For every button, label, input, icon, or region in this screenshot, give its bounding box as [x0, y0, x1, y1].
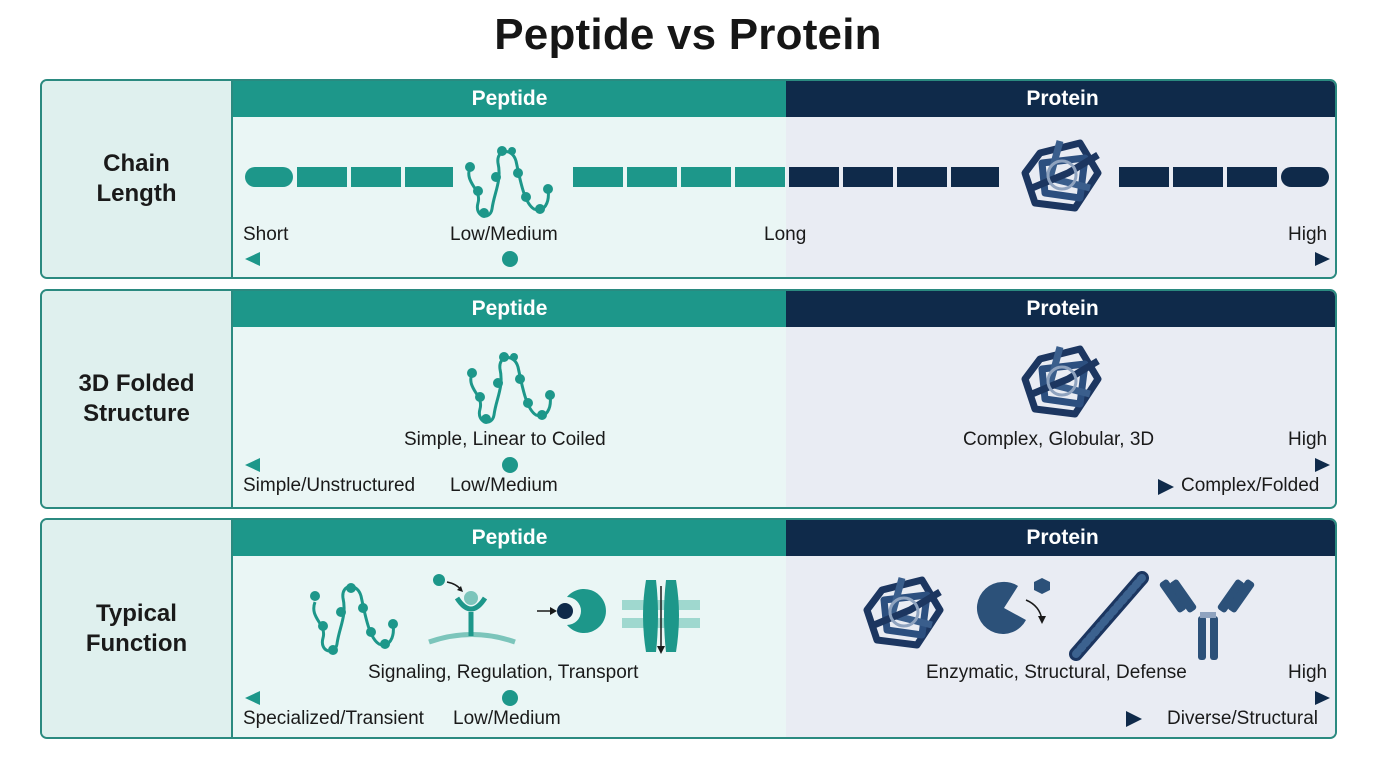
label-diverse-structural: Diverse/Structural [1167, 708, 1318, 729]
enzyme-icon [976, 578, 1050, 634]
protein-header: Protein [786, 291, 1335, 327]
complexity-arrowhead [1158, 479, 1174, 495]
chain-length-graphic [245, 139, 1330, 267]
row-3d-folded-structure: 3D Folded Structure Peptide Protein [40, 289, 1337, 509]
protein-chain-segments [789, 167, 1329, 187]
receptor-binding-icon [428, 574, 516, 645]
label-complex-folded: Complex/Folded [1181, 475, 1320, 496]
axis-marker-dot [502, 690, 518, 706]
peptide-coil-icon [310, 583, 398, 655]
function-graphic [245, 571, 1330, 727]
peptide-structure-desc: Simple, Linear to Coiled [404, 429, 606, 450]
peptide-header: Peptide [233, 520, 786, 556]
axis-left-arrowhead [245, 691, 260, 705]
axis-marker-dot [502, 457, 518, 473]
fiber-icon [1069, 571, 1149, 661]
axis-left-arrowhead [245, 458, 260, 472]
label-high: High [1288, 429, 1328, 450]
diversity-arrowhead [1126, 711, 1142, 727]
axis-right-arrowhead [1315, 458, 1330, 472]
row-typical-function: Typical Function Peptide Protein [40, 518, 1337, 739]
row-label-3d-folded-structure: 3D Folded Structure [42, 291, 233, 507]
axis-marker-dot [502, 251, 518, 267]
peptide-coil-icon [467, 352, 555, 424]
protein-function-desc: Enzymatic, Structural, Defense [926, 662, 1187, 683]
label-high: High [1288, 224, 1328, 245]
folded-structure-graphic [245, 345, 1330, 495]
label-low-medium: Low/Medium [450, 475, 558, 496]
channel-transport-icon [622, 580, 700, 654]
peptide-panel [233, 117, 786, 277]
axis-left-arrowhead [245, 252, 260, 266]
peptide-header: Peptide [233, 291, 786, 327]
protein-structure-desc: Complex, Globular, 3D [963, 429, 1155, 450]
label-specialized-transient: Specialized/Transient [243, 708, 424, 729]
peptide-coil-icon [465, 146, 553, 218]
protein-header: Protein [786, 81, 1335, 117]
label-low-medium: Low/Medium [450, 224, 558, 245]
axis-right-arrowhead [1315, 691, 1330, 705]
protein-header: Protein [786, 520, 1335, 556]
page-title: Peptide vs Protein [494, 10, 882, 59]
peptide-chain-segments [245, 167, 785, 187]
folded-protein-icon [1021, 345, 1102, 418]
row-label-chain-length: Chain Length [42, 81, 233, 277]
peptide-header: Peptide [233, 81, 786, 117]
antibody-icon [1159, 579, 1255, 660]
peptide-panel [233, 556, 786, 737]
folded-protein-icon [863, 576, 944, 649]
row-label-typical-function: Typical Function [42, 520, 233, 737]
label-long: Long [764, 224, 807, 245]
axis-right-arrowhead [1315, 252, 1330, 266]
ligand-binding-icon [537, 589, 606, 633]
label-short: Short [243, 224, 289, 245]
folded-protein-icon [1021, 139, 1102, 212]
label-simple-unstructured: Simple/Unstructured [243, 475, 416, 496]
label-low-medium: Low/Medium [453, 708, 561, 729]
row-chain-length: Chain Length Peptide Protein [40, 79, 1337, 279]
peptide-function-desc: Signaling, Regulation, Transport [368, 662, 639, 683]
label-high: High [1288, 662, 1328, 683]
